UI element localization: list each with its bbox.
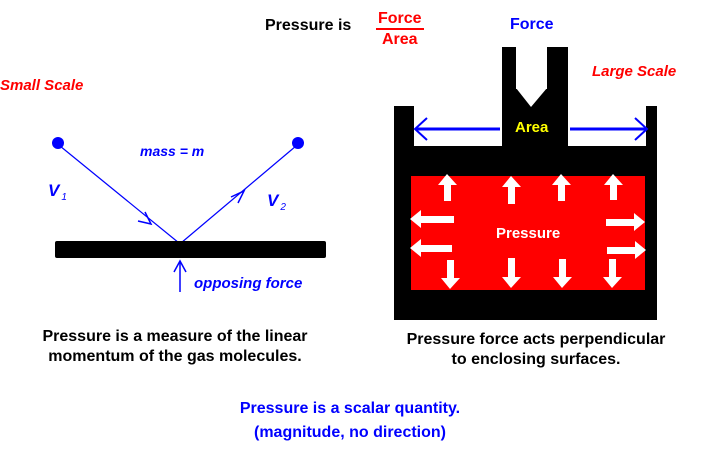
pressure-label: Pressure	[496, 225, 561, 242]
incoming-arrowhead	[137, 211, 153, 226]
footer-line2: (magnitude, no direction)	[254, 424, 446, 441]
small-scale-diagram	[52, 137, 326, 292]
small-scale-heading: Small Scale	[0, 77, 84, 94]
force-label: Force	[510, 16, 554, 33]
large-scale-caption-line1: Pressure force acts perpendicular	[406, 331, 666, 348]
pressure-arrows-down	[441, 258, 622, 289]
opposing-force-label: opposing force	[194, 275, 303, 292]
pressure-fraction: Force Area	[376, 10, 424, 49]
incoming-trajectory	[59, 145, 180, 244]
fraction-numerator: Force	[376, 10, 424, 30]
pressure-arrows-left	[410, 210, 454, 257]
molecule-before	[52, 137, 64, 149]
outgoing-trajectory	[180, 145, 297, 244]
large-scale-caption: Pressure force acts perpendicular to enc…	[376, 330, 696, 370]
large-scale-caption-line2: to enclosing surfaces.	[451, 351, 621, 368]
small-scale-caption: Pressure is a measure of the linear mome…	[0, 327, 350, 367]
force-arrowhead	[516, 88, 547, 107]
opposing-force-arrowhead	[173, 259, 187, 273]
molecule-after	[292, 137, 304, 149]
large-scale-diagram	[394, 47, 657, 320]
pressure-arrows-up	[438, 174, 623, 204]
wall-surface	[55, 241, 326, 258]
pressure-arrows-right	[606, 213, 646, 259]
area-label: Area	[515, 119, 549, 136]
footer-note: Pressure is a scalar quantity. (magnitud…	[150, 397, 550, 445]
fraction-denominator: Area	[382, 31, 418, 48]
title-prefix: Pressure is	[265, 17, 352, 34]
v2-letter: V	[267, 191, 279, 210]
outgoing-arrowhead	[230, 189, 246, 204]
v1-letter: V	[48, 181, 60, 200]
v1-subscript: 1	[61, 192, 67, 204]
small-scale-caption-line1: Pressure is a measure of the linear	[42, 328, 308, 345]
small-scale-caption-line2: momentum of the gas molecules.	[48, 348, 302, 365]
large-scale-heading: Large Scale	[592, 63, 677, 80]
v2-subscript: 2	[280, 202, 286, 214]
mass-label: mass = m	[140, 143, 205, 159]
footer-line1: Pressure is a scalar quantity.	[239, 400, 461, 417]
